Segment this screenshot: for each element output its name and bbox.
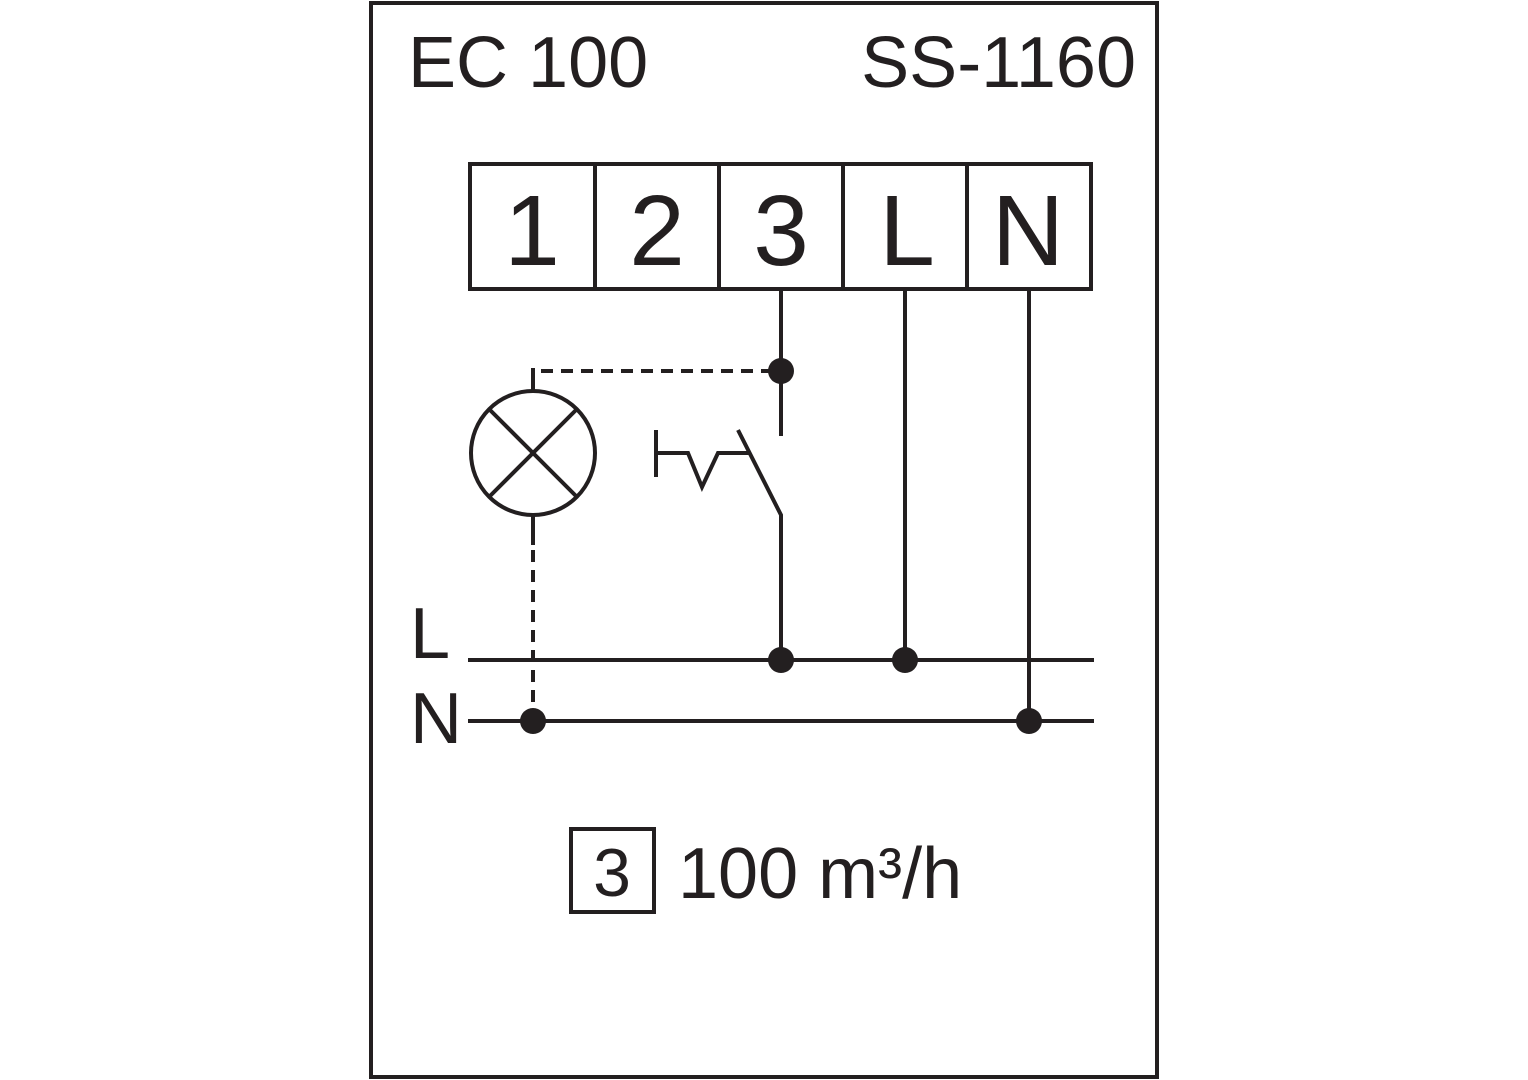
terminal-block: 1 2 3 L N bbox=[468, 162, 1093, 291]
bus-label-l: L bbox=[410, 594, 450, 674]
lamp-icon bbox=[469, 368, 770, 712]
terminal-3: 3 bbox=[753, 175, 809, 287]
terminal-2: 2 bbox=[629, 175, 685, 287]
note-flow: 100 m³/h bbox=[678, 834, 962, 914]
terminal-l: L bbox=[879, 175, 935, 287]
junction-dot bbox=[892, 647, 918, 673]
note-terminal: 3 bbox=[593, 835, 631, 911]
junction-dot bbox=[768, 358, 794, 384]
junction-dot bbox=[768, 647, 794, 673]
terminal-n: N bbox=[992, 175, 1064, 287]
junction-dot bbox=[1016, 708, 1042, 734]
note-terminal-box bbox=[569, 827, 656, 914]
model-label: EC 100 bbox=[408, 23, 648, 103]
junction-dot bbox=[520, 708, 546, 734]
terminal-1: 1 bbox=[504, 175, 560, 287]
diagram-frame bbox=[369, 1, 1159, 1079]
switch-icon bbox=[654, 429, 783, 660]
code-label: SS-1160 bbox=[861, 23, 1136, 103]
bus-label-n: N bbox=[410, 679, 462, 759]
